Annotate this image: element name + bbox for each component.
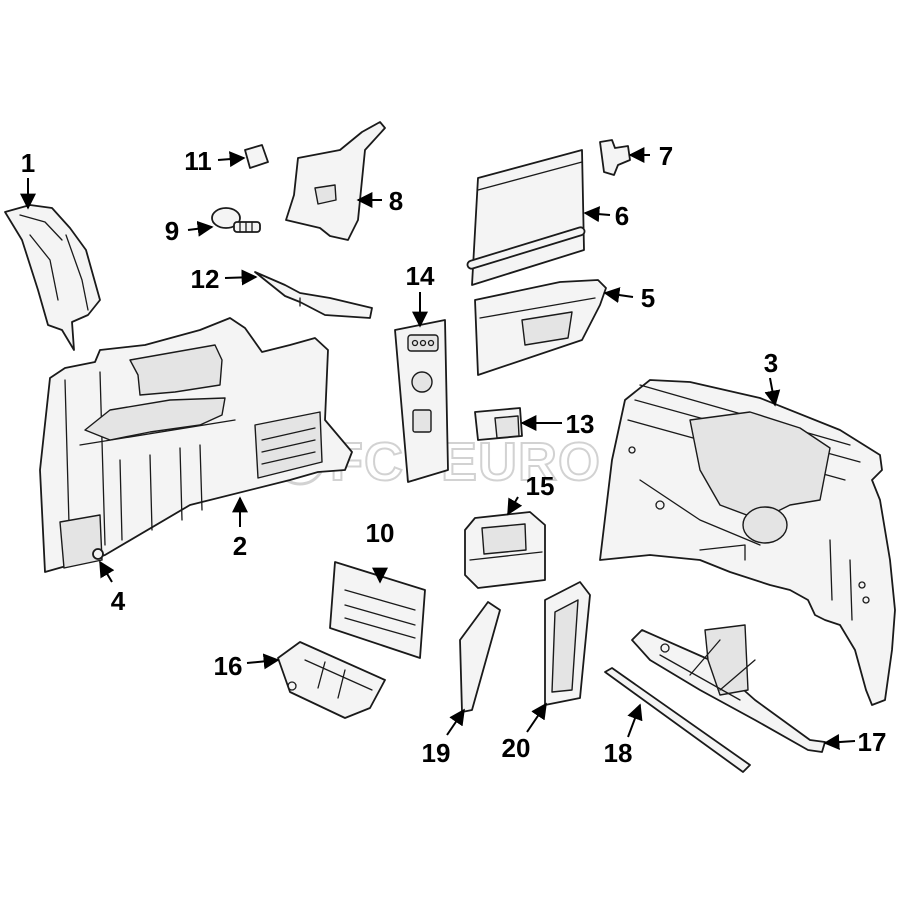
callout-6: 6 (615, 201, 629, 231)
watermark: FCPEURO (274, 431, 601, 493)
part-15-switch (464, 511, 546, 589)
part-3-quarter-trim-panel (599, 379, 896, 706)
part-5-trim-panel (474, 279, 607, 376)
part-19-trim-strip (459, 601, 501, 713)
part-13-module (474, 407, 523, 441)
callout-4: 4 (111, 586, 126, 616)
callout-1: 1 (21, 148, 35, 178)
part-7-bracket (599, 139, 631, 176)
callout-8: 8 (389, 186, 403, 216)
part-11-clip (244, 144, 269, 169)
callout-20: 20 (502, 733, 531, 763)
part-10-panel (329, 561, 426, 659)
part-6-cargo-shade (466, 149, 586, 286)
callout-11: 11 (184, 146, 212, 176)
callout-13: 13 (566, 409, 595, 439)
part-8-upper-trim (285, 121, 386, 241)
callout-15: 15 (526, 471, 555, 501)
watermark-text: FCPEURO (330, 432, 601, 492)
callout-16: 16 (214, 651, 243, 681)
callout-10: 10 (366, 518, 395, 548)
callout-19: 19 (422, 738, 451, 768)
part-4-clip (92, 548, 104, 560)
part-20-side-trim (544, 581, 591, 706)
callout-18: 18 (604, 738, 633, 768)
callout-2: 2 (233, 531, 247, 561)
callout-17: 17 (858, 727, 887, 757)
part-12-bracket (254, 271, 373, 319)
part-1-pillar-trim (4, 204, 101, 351)
callout-14: 14 (406, 261, 435, 291)
callout-5: 5 (641, 283, 655, 313)
callout-7: 7 (659, 141, 673, 171)
part-14-control-panel (394, 319, 449, 483)
part-9-fastener (211, 207, 261, 233)
callout-12: 12 (191, 264, 220, 294)
callout-3: 3 (764, 348, 778, 378)
callout-9: 9 (165, 216, 179, 246)
leader-lines (20, 147, 856, 751)
part-2-quarter-trim-panel (39, 317, 353, 573)
part-18-jack-handle (604, 667, 751, 773)
callout-labels: 1 2 3 4 5 6 7 8 9 10 11 12 13 14 15 16 1… (21, 141, 887, 768)
part-17-jack (631, 624, 826, 753)
part-16-floor-bracket (277, 641, 386, 719)
